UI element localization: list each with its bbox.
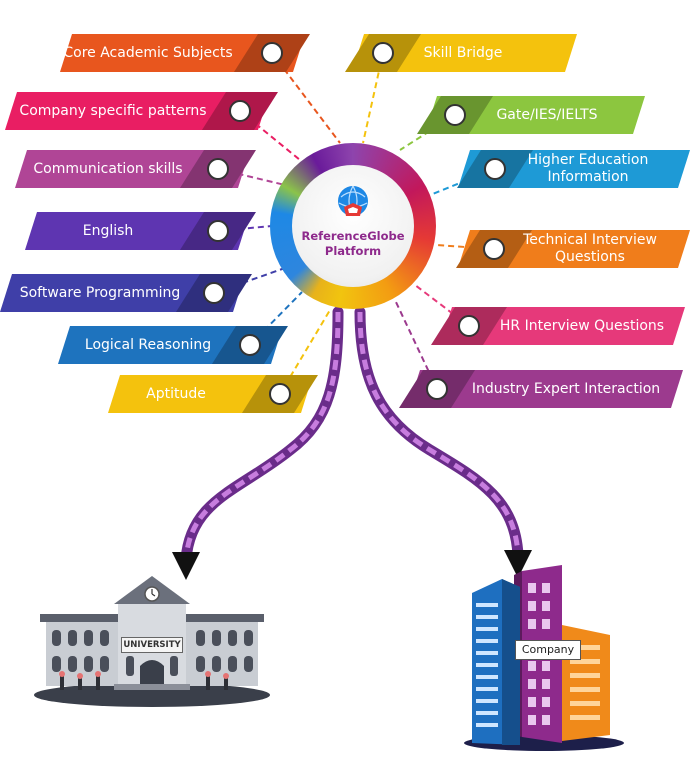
right-topic-shape-3 (456, 230, 690, 268)
circle-icon (207, 158, 229, 180)
left-topic-3: English (25, 212, 256, 250)
circle-icon (269, 383, 291, 405)
circle-icon (372, 42, 394, 64)
left-topic-label-2: Communication skills (33, 161, 183, 177)
circle-icon (207, 220, 229, 242)
circle-icon (229, 100, 251, 122)
left-topic-label-5: Logical Reasoning (84, 337, 212, 353)
left-topic-label-0: Core Academic Subjects (63, 45, 233, 61)
left-topic-4: Software Programming (0, 274, 252, 312)
right-topic-2: Higher Education Information (457, 150, 690, 188)
left-topic-5: Logical Reasoning (58, 326, 288, 364)
globe-logo-icon (338, 185, 368, 217)
platform-title-line1: ReferenceGlobe (301, 229, 405, 243)
left-topic-1: Company specific patterns (5, 92, 278, 130)
left-topic-shape-0 (60, 34, 310, 72)
left-topic-shape-5 (58, 326, 288, 364)
chain-link-highlight-1 (357, 311, 521, 556)
left-topic-shape-1 (5, 92, 278, 130)
left-connector-0 (271, 52, 341, 144)
left-topic-shape-2 (15, 150, 256, 188)
platform-title-line2: Platform (324, 244, 382, 258)
circle-icon (444, 104, 466, 126)
circle-icon (458, 315, 480, 337)
right-topic-label-5: Industry Expert Interaction (471, 381, 661, 397)
right-topic-1: Gate/IES/IELTS (417, 96, 645, 134)
left-topic-6: Aptitude (108, 375, 318, 413)
right-topic-3: Technical Interview Questions (456, 230, 690, 268)
right-connector-5 (394, 299, 438, 390)
chain-link-1 (354, 306, 524, 561)
right-topic-label-1: Gate/IES/IELTS (496, 107, 598, 123)
platform-hub-center: ReferenceGlobe Platform (292, 165, 414, 287)
right-topic-shape-0 (345, 34, 577, 72)
circle-icon (426, 378, 448, 400)
left-topic-shape-6 (108, 375, 318, 413)
university-building (34, 576, 270, 707)
circle-icon (203, 282, 225, 304)
right-topic-label-2: Higher Education Information (527, 152, 649, 185)
right-topic-label-0: Skill Bridge (423, 45, 503, 61)
right-topic-4: HR Interview Questions (431, 307, 685, 345)
circle-icon (484, 158, 506, 180)
right-topic-5: Industry Expert Interaction (399, 370, 683, 408)
left-topic-2: Communication skills (15, 150, 256, 188)
right-topic-label-4: HR Interview Questions (499, 318, 665, 334)
left-topic-label-4: Software Programming (19, 285, 181, 301)
right-topic-shape-5 (399, 370, 683, 408)
left-topic-shape-4 (0, 274, 252, 312)
right-topic-shape-4 (431, 307, 685, 345)
company-label: Company (515, 640, 581, 660)
chain-link-highlight-0 (183, 311, 341, 561)
left-connector-3 (217, 225, 273, 232)
left-topic-0: Core Academic Subjects (60, 34, 310, 72)
left-connector-6 (279, 309, 331, 395)
circle-icon (483, 238, 505, 260)
company-building (464, 565, 624, 751)
left-topic-shape-3 (25, 212, 256, 250)
university-label: UNIVERSITY (121, 637, 183, 653)
right-topic-shape-2 (457, 150, 690, 188)
arrow-down-icon (172, 552, 200, 580)
platform-hub: ReferenceGlobe Platform (270, 143, 436, 309)
right-topic-shape-1 (417, 96, 645, 134)
left-topic-label-6: Aptitude (146, 386, 206, 402)
circle-icon (239, 334, 261, 356)
left-topic-label-1: Company specific patterns (19, 103, 207, 119)
left-topic-label-3: English (82, 223, 134, 239)
right-topic-0: Skill Bridge (345, 34, 577, 72)
circle-icon (261, 42, 283, 64)
right-topic-label-3: Technical Interview Questions (523, 232, 657, 265)
arrow-down-icon (504, 550, 532, 578)
